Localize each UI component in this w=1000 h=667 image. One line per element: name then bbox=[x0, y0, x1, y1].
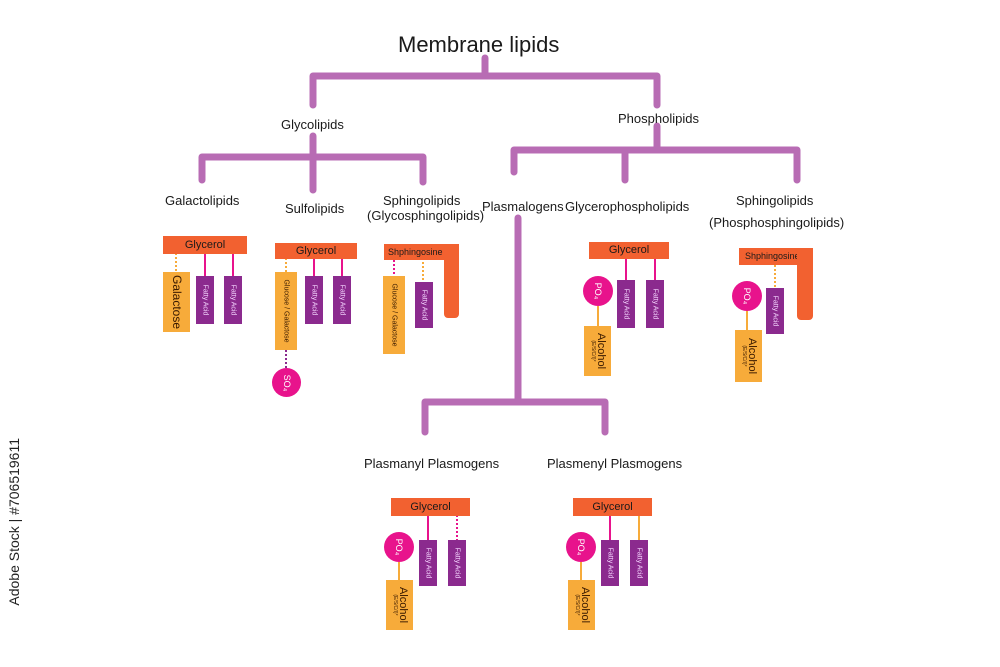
plasmenyl-label: Plasmenyl Plasmogens bbox=[547, 456, 683, 471]
phospholipids-label: Phospholipids bbox=[618, 111, 699, 126]
glycerol-block: Glycerol bbox=[275, 243, 357, 259]
alcohol-block: Alcohol(E/S/C/I)* bbox=[568, 580, 595, 630]
alcohol-block: Alcohol(E/S/C/I)* bbox=[386, 580, 413, 630]
sphingosine-tail bbox=[797, 248, 813, 320]
glycerol-block: Glycerol bbox=[391, 498, 470, 516]
glycosphingolipids-label-1: Sphingolipids bbox=[383, 193, 461, 208]
plasmanyl-label: Plasmanyl Plasmogens bbox=[364, 456, 500, 471]
fatty-acid-block: Fatty Acid bbox=[617, 280, 635, 328]
glucose-galactose-block: Glucose / Galactose bbox=[275, 272, 297, 350]
sulfolipids-label: Sulfolipids bbox=[285, 201, 345, 216]
glycerol-block: Glycerol bbox=[163, 236, 247, 254]
galactolipids-label: Galactolipids bbox=[165, 193, 240, 208]
glycerol-block: Glycerol bbox=[573, 498, 652, 516]
phosphate-group: PO₄ bbox=[732, 281, 762, 311]
fatty-acid-block: Fatty Acid bbox=[766, 288, 784, 334]
fatty-acid-block: Fatty Acid bbox=[419, 540, 437, 586]
phosphosphingolipids-label-2: (Phosphosphingolipids) bbox=[709, 215, 845, 230]
glycerol-block: Glycerol bbox=[589, 242, 669, 259]
fatty-acid-block: Fatty Acid bbox=[196, 276, 214, 324]
fatty-acid-block: Fatty Acid bbox=[448, 540, 466, 586]
sulfate-group: SO₄ bbox=[272, 368, 301, 397]
glycosphingolipids-label-2: (Glycosphingolipids) bbox=[367, 208, 485, 223]
fatty-acid-block: Fatty Acid bbox=[224, 276, 242, 324]
phosphate-group: PO₄ bbox=[384, 532, 414, 562]
fatty-acid-block: Fatty Acid bbox=[305, 276, 323, 324]
plasmalogens-label: Plasmalogens bbox=[482, 199, 564, 214]
fatty-acid-block: Fatty Acid bbox=[333, 276, 351, 324]
glycerophospholipids-label: Glycerophospholipids bbox=[565, 199, 690, 214]
fatty-acid-block: Fatty Acid bbox=[415, 282, 433, 328]
fatty-acid-block: Fatty Acid bbox=[646, 280, 664, 328]
galactose-block: Galactose bbox=[163, 272, 190, 332]
alcohol-block: Alcohol(E/S/C/I)* bbox=[735, 330, 762, 382]
sphingosine-block: Shphingosine bbox=[384, 244, 459, 260]
fatty-acid-block: Fatty Acid bbox=[601, 540, 619, 586]
phosphate-group: PO₄ bbox=[583, 276, 613, 306]
phosphate-group: PO₄ bbox=[566, 532, 596, 562]
sphingosine-block: Shphingosine bbox=[739, 248, 813, 265]
glycolipids-label: Glycolipids bbox=[281, 117, 344, 132]
stock-watermark: Adobe Stock | #706519611 bbox=[6, 438, 22, 606]
sphingosine-tail bbox=[444, 244, 459, 318]
alcohol-block: Alcohol(E/S/C/I)* bbox=[584, 326, 611, 376]
glucose-galactose-block: Glucose / Galactose bbox=[383, 276, 405, 354]
phosphosphingolipids-label-1: Sphingolipids bbox=[736, 193, 814, 208]
fatty-acid-block: Fatty Acid bbox=[630, 540, 648, 586]
diagram-title: Membrane lipids bbox=[398, 32, 560, 57]
